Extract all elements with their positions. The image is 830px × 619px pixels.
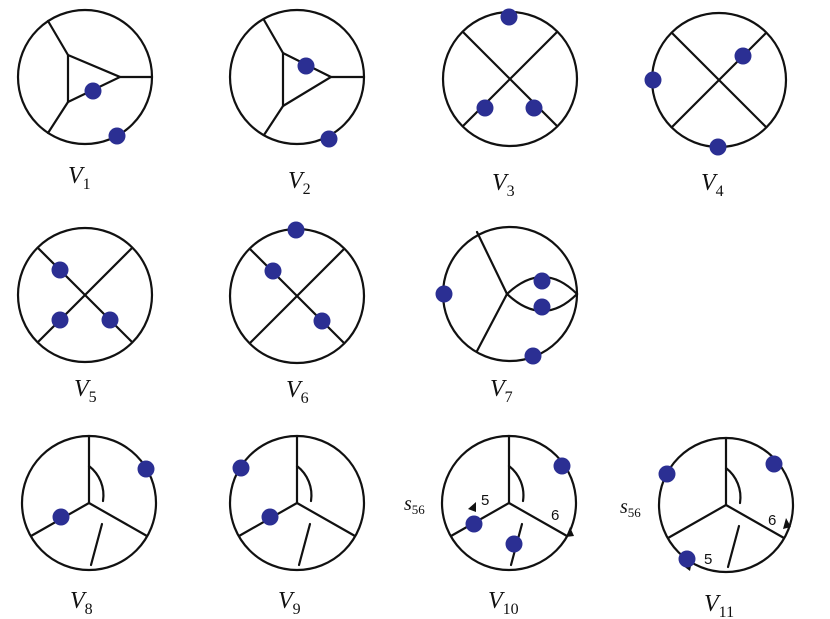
dot-marker bbox=[533, 272, 551, 290]
propagator bbox=[46, 19, 70, 57]
dot-marker bbox=[261, 508, 279, 526]
propagator bbox=[724, 503, 786, 540]
diagram-label: V4 bbox=[701, 170, 724, 200]
diagram-v3: V3 bbox=[441, 8, 579, 200]
dot-marker bbox=[320, 130, 338, 148]
dot-marker bbox=[232, 459, 250, 477]
diagram-v5: V5 bbox=[16, 226, 154, 406]
diagram-label: V1 bbox=[68, 163, 91, 193]
dot-marker bbox=[524, 347, 542, 365]
diagram-label: V5 bbox=[74, 376, 97, 406]
diagram-label: V10 bbox=[488, 588, 519, 618]
diagram-v11: s56 5 6 V11 bbox=[620, 436, 795, 619]
diagram-label: V11 bbox=[704, 591, 734, 619]
edge-label: 5 bbox=[481, 492, 489, 509]
momentum-arrow bbox=[783, 518, 791, 529]
dot-marker bbox=[658, 465, 676, 483]
propagator bbox=[262, 18, 285, 55]
propagator bbox=[248, 247, 346, 345]
angle-arc bbox=[87, 464, 105, 503]
diagram-v2: V2 bbox=[228, 8, 366, 198]
dot-marker bbox=[137, 460, 155, 478]
propagator bbox=[726, 524, 741, 569]
dot-marker bbox=[51, 311, 69, 329]
diagram-label: V9 bbox=[278, 588, 301, 618]
diagram-label: V6 bbox=[286, 377, 309, 407]
dot-marker bbox=[553, 457, 571, 475]
propagator bbox=[297, 522, 312, 567]
propagator bbox=[36, 246, 134, 344]
dot-marker bbox=[52, 508, 70, 526]
dot-marker bbox=[765, 455, 783, 473]
dot-marker bbox=[108, 127, 126, 145]
dot-marker bbox=[505, 535, 523, 553]
outer-circle bbox=[16, 226, 154, 364]
diagram-v1: V1 bbox=[16, 8, 154, 193]
dot-marker bbox=[84, 82, 102, 100]
angle-arc bbox=[507, 464, 525, 503]
dot-marker bbox=[734, 47, 752, 65]
side-label: s56 bbox=[404, 493, 425, 517]
diagram-v6: V6 bbox=[228, 221, 366, 407]
momentum-arrow bbox=[566, 527, 574, 537]
dot-marker bbox=[297, 57, 315, 75]
edge-label: 6 bbox=[551, 507, 559, 524]
propagator bbox=[262, 104, 285, 137]
propagator bbox=[295, 501, 357, 538]
dot-marker bbox=[101, 311, 119, 329]
dot-marker bbox=[533, 298, 551, 316]
propagator bbox=[507, 501, 569, 538]
dot-marker bbox=[678, 550, 696, 568]
diagram-label: V2 bbox=[288, 168, 311, 198]
diagram-v9: V9 bbox=[228, 434, 366, 618]
dot-marker bbox=[525, 99, 543, 117]
diagram-label: V8 bbox=[70, 588, 93, 618]
propagator bbox=[46, 100, 70, 135]
edge-label: 5 bbox=[704, 551, 712, 568]
dot-marker bbox=[500, 8, 518, 26]
propagator bbox=[670, 31, 768, 129]
diagram-v10: s56 5 6 V10 bbox=[404, 434, 578, 618]
edge-label: 6 bbox=[768, 512, 776, 529]
outer-circle bbox=[441, 225, 579, 363]
side-label: s56 bbox=[620, 496, 641, 520]
dot-marker bbox=[51, 261, 69, 279]
dot-marker bbox=[313, 312, 331, 330]
propagator bbox=[475, 230, 509, 296]
angle-arc bbox=[724, 466, 742, 505]
propagator bbox=[89, 522, 104, 567]
dot-marker bbox=[709, 138, 727, 156]
dot-marker bbox=[465, 515, 483, 533]
propagator bbox=[87, 501, 149, 538]
diagram-v7: V7 bbox=[435, 225, 579, 406]
diagram-v4: V4 bbox=[644, 11, 788, 200]
momentum-arrow bbox=[468, 502, 476, 512]
diagram-v8: V8 bbox=[20, 434, 158, 618]
diagram-label: V7 bbox=[490, 376, 513, 406]
dot-marker bbox=[476, 99, 494, 117]
propagator bbox=[666, 503, 728, 540]
dot-marker bbox=[435, 285, 453, 303]
dot-marker bbox=[264, 262, 282, 280]
propagator bbox=[475, 292, 509, 353]
dot-marker bbox=[644, 71, 662, 89]
dot-marker bbox=[287, 221, 305, 239]
diagram-label: V3 bbox=[492, 170, 515, 200]
angle-arc bbox=[295, 464, 313, 503]
